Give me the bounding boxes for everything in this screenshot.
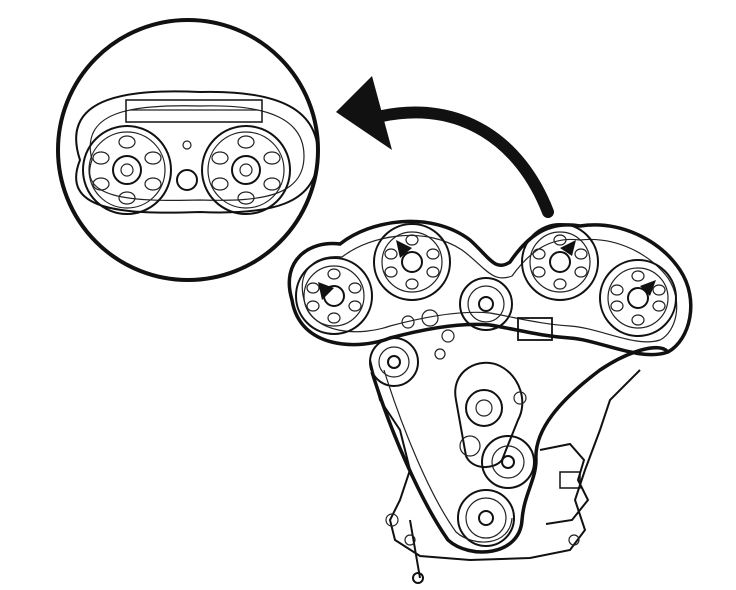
bolt-2 [441, 329, 455, 343]
engine-block-outline [369, 359, 641, 562]
crankshaft-sprocket [457, 489, 515, 547]
timing-belt-upper [287, 219, 693, 357]
lower-bolt-3 [568, 534, 580, 546]
callout-belt-inner [89, 105, 305, 201]
alignment-marker-3 [560, 240, 576, 256]
belt-tensioner [454, 361, 527, 468]
timing-label-plate [517, 317, 553, 341]
bolt-4 [401, 315, 415, 329]
right-housing-bracket [539, 442, 590, 525]
alignment-marker-4 [640, 280, 656, 296]
engine-front [287, 219, 693, 584]
cam-sprocket-front-left [295, 257, 373, 335]
lower-bolt-1 [385, 513, 399, 527]
timing-belt-lower [370, 346, 670, 554]
timing-belt-lower-inner [383, 369, 513, 543]
callout-cover-rail [125, 99, 263, 123]
cam-sprocket-rear-left [373, 223, 451, 301]
callout-center-mark [182, 140, 192, 150]
cam-sprocket-rear-right [521, 223, 599, 301]
lower-left-idler [369, 337, 419, 387]
alignment-marker-2 [396, 240, 412, 258]
center-idler-pulley [459, 277, 513, 331]
magnified-callout [56, 18, 320, 282]
arrow-shaft [376, 106, 554, 218]
callout-right-sprocket [201, 125, 291, 215]
oil-stud [409, 519, 421, 579]
water-pump-pulley [481, 435, 535, 489]
lower-bolt-2 [404, 534, 416, 546]
callout-center-bolt [176, 169, 198, 191]
bolt-1 [421, 309, 439, 327]
callout-left-sprocket [82, 125, 172, 215]
callout-belt-outer [75, 90, 320, 214]
direction-arrow [336, 76, 554, 218]
alignment-marker-1 [318, 282, 334, 300]
arrow-head [336, 76, 392, 150]
cam-sprocket-front-right [599, 259, 677, 337]
sensor-block [559, 471, 581, 489]
oil-stud-end [412, 572, 424, 584]
bolt-3 [434, 348, 446, 360]
